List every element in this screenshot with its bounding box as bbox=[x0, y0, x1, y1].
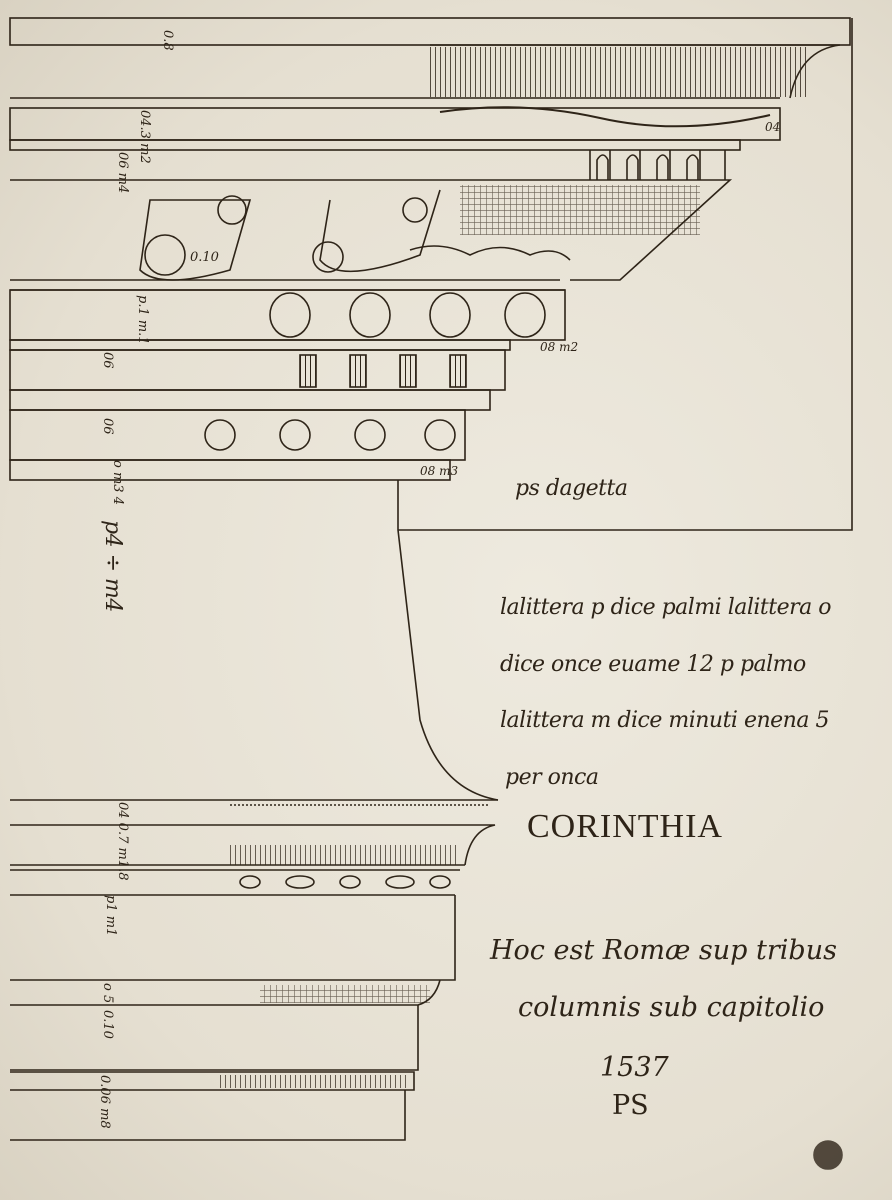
legend-line-2: dice once euame 12 p palmo bbox=[500, 652, 806, 677]
measurement-label: 08 m3 bbox=[420, 464, 459, 478]
monogram: PS bbox=[612, 1090, 649, 1121]
egg-row bbox=[589, 150, 726, 180]
dentils bbox=[9, 339, 511, 411]
legend-line-3: lalittera m dice minuti enena 5 bbox=[500, 708, 829, 733]
measurement-label: 04 0.7 m1.8 bbox=[115, 802, 130, 881]
title: CORINTHIA bbox=[527, 808, 723, 845]
measurement-label: 0.10 bbox=[100, 1010, 115, 1039]
legend-line-1: lalittera p dice palmi lalittera o bbox=[500, 595, 832, 620]
measurement-label: 08 m2 bbox=[540, 340, 579, 354]
frieze-label: ps dagetta bbox=[515, 476, 628, 501]
legend-line-4: per onca bbox=[505, 765, 599, 790]
measurement-label: o m3 4 bbox=[110, 460, 125, 505]
measurement-label: 06 m4 bbox=[115, 152, 130, 194]
measurement-label: 0.06 m8 bbox=[97, 1075, 112, 1129]
measurement-label: p.1 m.1 bbox=[135, 295, 150, 345]
bead-row bbox=[239, 875, 451, 889]
inscription-line-2: columnis sub capitolio bbox=[518, 992, 825, 1023]
measurement-label: 06 bbox=[100, 418, 115, 435]
lower-bands bbox=[10, 799, 498, 1141]
measurement-label: 06 bbox=[100, 352, 115, 369]
inscription-year: 1537 bbox=[600, 1052, 669, 1083]
measurement-label: 0.8 bbox=[160, 30, 175, 51]
measurement-label: 04.3 m2 bbox=[137, 110, 152, 164]
measurement-label: 0.10 bbox=[190, 250, 219, 265]
measurement-label: o 5 bbox=[100, 983, 115, 1004]
measurement-label: 04 bbox=[765, 120, 781, 134]
acanthus-band bbox=[9, 409, 466, 481]
cornice bbox=[9, 17, 851, 481]
inscription-line-1: Hoc est Romæ sup tribus bbox=[490, 935, 837, 966]
collector-stamp bbox=[813, 1140, 843, 1170]
egg-and-dart bbox=[9, 289, 566, 341]
frame-line bbox=[398, 18, 853, 531]
measurement-label: p1 m1 bbox=[103, 895, 118, 937]
frieze-height-label: p4 ÷ m4 bbox=[100, 520, 125, 612]
frieze-profile bbox=[397, 480, 499, 801]
